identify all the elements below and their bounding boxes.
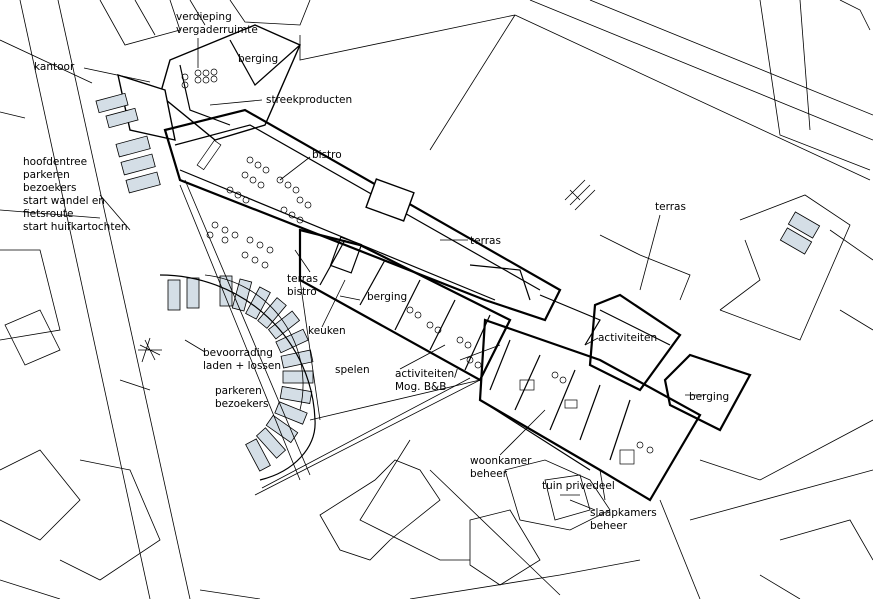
label-activiteiten-mog: activiteiten/ <box>395 368 458 380</box>
label-verdieping: verdieping <box>176 11 232 23</box>
label-spelen: spelen <box>335 364 370 376</box>
label-bezoekers-1: bezoekers <box>23 182 76 194</box>
label-bezoekers-2: bezoekers <box>215 398 268 410</box>
label-start-huifkar: start huifkartochten <box>23 221 128 233</box>
label-beheer-1: beheer <box>470 468 508 480</box>
label-beheer-2: beheer <box>590 520 628 532</box>
label-mog-bb: Mog. B&B <box>395 381 446 393</box>
label-woonkamer: woonkamer <box>470 455 532 467</box>
label-bevoorrading: bevoorrading <box>203 347 273 359</box>
label-terras-right: terras <box>655 201 686 213</box>
main-building <box>117 24 752 502</box>
leader-lines <box>83 38 705 511</box>
label-laden-lossen: laden + lossen <box>203 360 281 372</box>
label-hoofdentree: hoofdentree <box>23 156 87 168</box>
label-keuken: keuken <box>308 325 346 337</box>
label-bistro: bistro <box>312 149 342 161</box>
label-parkeren-2: parkeren <box>215 385 262 397</box>
label-fietsroute: fietsroute <box>23 208 73 220</box>
label-vergaderruimte: vergaderruimte <box>176 24 258 36</box>
label-activiteiten-right: activiteiten <box>598 332 657 344</box>
label-tuin-privedeel: tuin privedeel <box>542 480 615 492</box>
label-berging-mid: berging <box>367 291 407 303</box>
label-start-wandel: start wandel en <box>23 195 105 207</box>
label-terras-bistro-1: terras <box>287 273 318 285</box>
label-terras-mid: terras <box>470 235 501 247</box>
label-parkeren-1: parkeren <box>23 169 70 181</box>
parking-stalls <box>95 92 821 481</box>
label-terras-bistro-2: bistro <box>287 286 317 298</box>
label-slaapkamers: slaapkamers <box>590 507 657 519</box>
labels: verdieping vergaderruimte berging kantoo… <box>23 11 729 532</box>
label-streekproducten: streekproducten <box>266 94 352 106</box>
site-lines <box>138 179 596 481</box>
label-kantoor: kantoor <box>34 61 75 73</box>
label-berging-right: berging <box>689 391 729 403</box>
label-berging-top: berging <box>238 53 278 65</box>
